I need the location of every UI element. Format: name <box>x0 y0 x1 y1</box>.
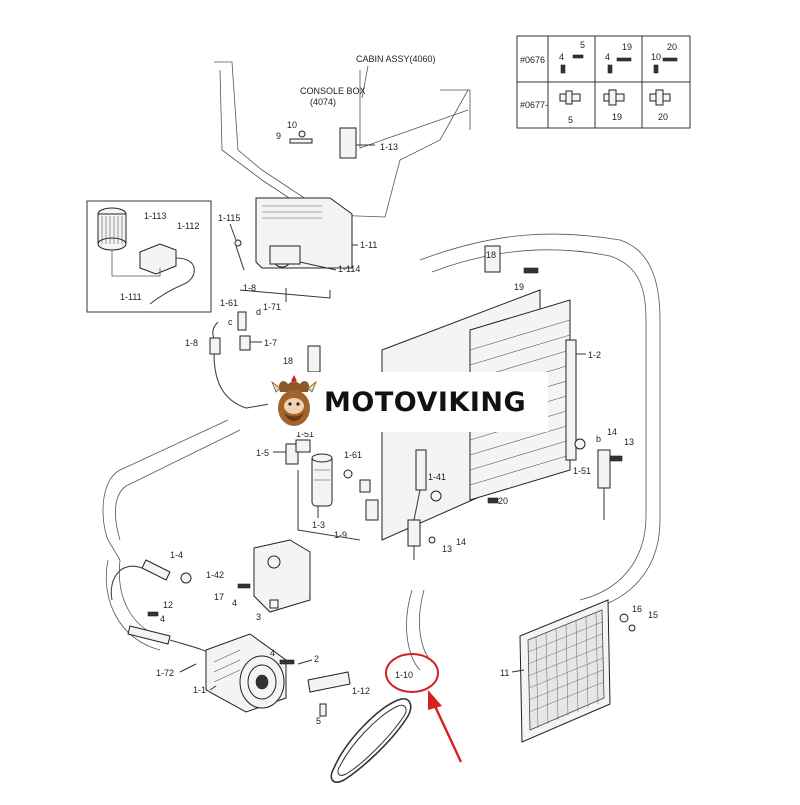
bolt-icon <box>560 54 678 74</box>
label-19: 19 <box>514 282 524 292</box>
arrow-head-icon <box>428 690 442 710</box>
table-cell: 5 <box>580 40 585 50</box>
label-1-12: 1-12 <box>352 686 370 696</box>
label-1-115: 1-115 <box>218 213 240 223</box>
console-box-code: (4074) <box>310 97 336 107</box>
label-10: 10 <box>287 120 297 130</box>
highlight-arrow <box>432 703 463 763</box>
label-1-9: 1-9 <box>334 530 347 540</box>
table-cell: 4 <box>605 52 610 62</box>
watermark-text: MOTOVIKING <box>324 386 527 418</box>
label-9: 9 <box>276 131 281 141</box>
lower-assembly: 1-4 1-42 17 4 3 12 4 1-72 <box>110 539 311 678</box>
label-1-1: 1-1 <box>193 685 206 695</box>
label-11: 11 <box>500 668 509 678</box>
grille: 11 16 15 <box>500 599 658 743</box>
evaporator-unit: 1-11 1-114 1-8 1-71 <box>239 197 377 312</box>
table-cell: 19 <box>622 42 632 52</box>
label-14a: 14 <box>456 537 466 547</box>
label-2: 2 <box>314 654 319 664</box>
label-1-3: 1-3 <box>312 520 325 530</box>
console-box: CONSOLE BOX (4074) 1-13 9 10 <box>276 86 398 159</box>
label-1-114: 1-114 <box>338 264 360 274</box>
label-16: 16 <box>632 604 642 614</box>
label-1-72: 1-72 <box>156 668 174 678</box>
label-b: b <box>596 434 601 444</box>
label-5: 5 <box>316 716 321 726</box>
table-row-id: #0677- <box>520 100 548 110</box>
label-4a: 4 <box>232 598 237 608</box>
right-fittings: b 14 13 1-51 <box>573 427 634 520</box>
table-cell: 20 <box>658 112 668 122</box>
filter-inset: 1-113 1-112 1-111 1-115 <box>86 200 245 313</box>
highlight-circle <box>385 653 439 693</box>
label-13b: 13 <box>624 437 634 447</box>
label-1-61b: 1-61 <box>344 450 362 460</box>
table-cell: 5 <box>568 115 573 125</box>
left-fittings: 1-61 c d 1-7 1-8 <box>185 298 277 409</box>
label-18a: 18 <box>486 250 496 260</box>
label-20: 20 <box>498 496 508 506</box>
label-1-42: 1-42 <box>206 570 224 580</box>
label-1-10: 1-10 <box>395 670 413 680</box>
table-cell: 10 <box>651 52 661 62</box>
label-3: 3 <box>256 612 261 622</box>
label-1-41: 1-41 <box>428 472 446 482</box>
label-1-51b: 1-51 <box>573 466 591 476</box>
receiver-drier: 1-51 1-5 1-3 1-61 1-9 <box>256 429 379 541</box>
viking-logo-icon <box>271 375 317 426</box>
label-1-2: 1-2 <box>588 350 601 360</box>
label-1-13: 1-13 <box>380 142 398 152</box>
label-14b: 14 <box>607 427 617 437</box>
label-4c: 4 <box>270 648 275 658</box>
label-1-111: 1-111 <box>120 292 142 302</box>
table-cell: 20 <box>667 42 677 52</box>
label-1-113: 1-113 <box>144 211 166 221</box>
label-18b: 18 <box>283 356 293 366</box>
label-d: d <box>256 307 261 317</box>
label-1-11: 1-11 <box>360 240 377 250</box>
label-c: c <box>228 317 233 327</box>
highlight-callout: 1-10 <box>385 653 463 763</box>
table-row-id: #0676 <box>520 55 545 65</box>
label-1-5: 1-5 <box>256 448 269 458</box>
label-12: 12 <box>163 600 173 610</box>
table-cell: 4 <box>559 52 564 62</box>
label-1-4: 1-4 <box>170 550 183 560</box>
label-1-71: 1-71 <box>263 302 281 312</box>
watermark-banner: MOTOVIKING <box>268 372 548 432</box>
label-4b: 4 <box>160 614 165 624</box>
label-1-112: 1-112 <box>177 221 199 231</box>
compressor: 1-1 4 2 1-12 5 <box>193 633 370 726</box>
label-1-51a: 1-51 <box>296 429 314 439</box>
filter-icon <box>97 207 127 251</box>
label-17: 17 <box>214 592 224 602</box>
console-box-label: CONSOLE BOX <box>300 86 366 96</box>
part-reference-table: #0676 #0677- 4 5 4 19 10 20 5 19 20 <box>516 35 691 129</box>
fitting-icon <box>559 89 671 106</box>
label-1-7: 1-7 <box>264 338 277 348</box>
cabin-assy-label: CABIN ASSY(4060) <box>356 54 436 64</box>
v-belt <box>330 698 412 783</box>
label-15: 15 <box>648 610 658 620</box>
label-1-61a: 1-61 <box>220 298 238 308</box>
label-13a: 13 <box>442 544 452 554</box>
label-1-8: 1-8 <box>243 283 256 293</box>
table-cell: 19 <box>612 112 622 122</box>
label-1-8b: 1-8 <box>185 338 198 348</box>
